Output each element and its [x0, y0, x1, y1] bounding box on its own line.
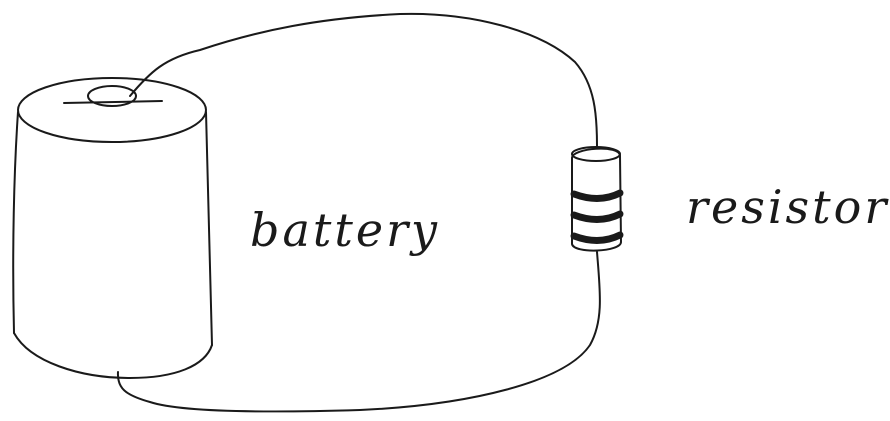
resistor-top-ellipse	[571, 146, 621, 162]
resistor-label: resistor	[686, 180, 890, 234]
battery-bottom-curve	[13, 332, 213, 379]
battery-label: battery	[250, 203, 441, 257]
wire-bottom	[116, 251, 601, 413]
battery-terminal-line	[63, 100, 163, 104]
resistor-band-2	[570, 210, 624, 223]
resistor-body	[571, 147, 622, 252]
battery-left-side	[12, 111, 19, 334]
battery-terminal	[87, 85, 137, 107]
battery-right-side	[205, 111, 213, 346]
resistor-band-1	[570, 189, 624, 202]
battery-top-ellipse	[17, 77, 207, 143]
wire-top	[129, 12, 598, 147]
resistor-band-3	[570, 231, 624, 244]
